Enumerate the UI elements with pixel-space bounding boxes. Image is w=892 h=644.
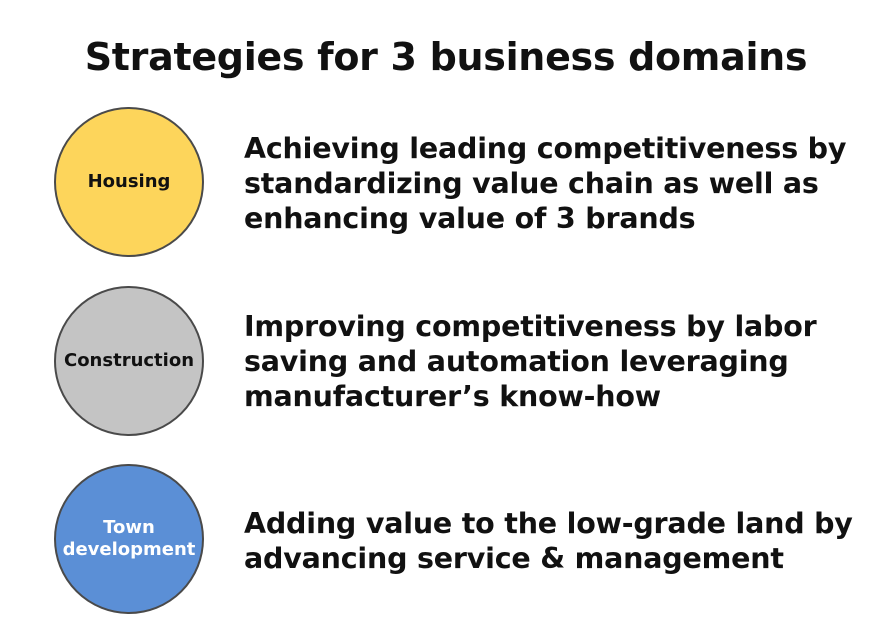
description-line: enhancing value of 3 brands xyxy=(244,202,696,235)
construction-description: Improving competitiveness by labor savin… xyxy=(244,309,884,414)
housing-circle: Housing xyxy=(54,107,204,257)
description-line: Improving competitiveness by labor xyxy=(244,310,817,343)
construction-label: Construction xyxy=(63,350,195,371)
housing-label: Housing xyxy=(87,171,171,192)
description-line: advancing service & management xyxy=(244,542,784,575)
town-development-label-line: development xyxy=(62,539,196,560)
construction-circle: Construction xyxy=(54,286,204,436)
description-line: saving and automation leveraging xyxy=(244,345,789,378)
description-line: Achieving leading competitiveness by xyxy=(244,132,847,165)
town-development-circle: Town development xyxy=(54,464,204,614)
town-development-description: Adding value to the low-grade land by ad… xyxy=(244,506,884,576)
description-line: Adding value to the low-grade land by xyxy=(244,507,853,540)
town-development-label-line: Town xyxy=(103,517,155,538)
description-line: manufacturer’s know-how xyxy=(244,380,661,413)
page-title: Strategies for 3 business domains xyxy=(84,35,808,79)
housing-description: Achieving leading competitiveness by sta… xyxy=(244,131,884,236)
description-line: standardizing value chain as well as xyxy=(244,167,819,200)
